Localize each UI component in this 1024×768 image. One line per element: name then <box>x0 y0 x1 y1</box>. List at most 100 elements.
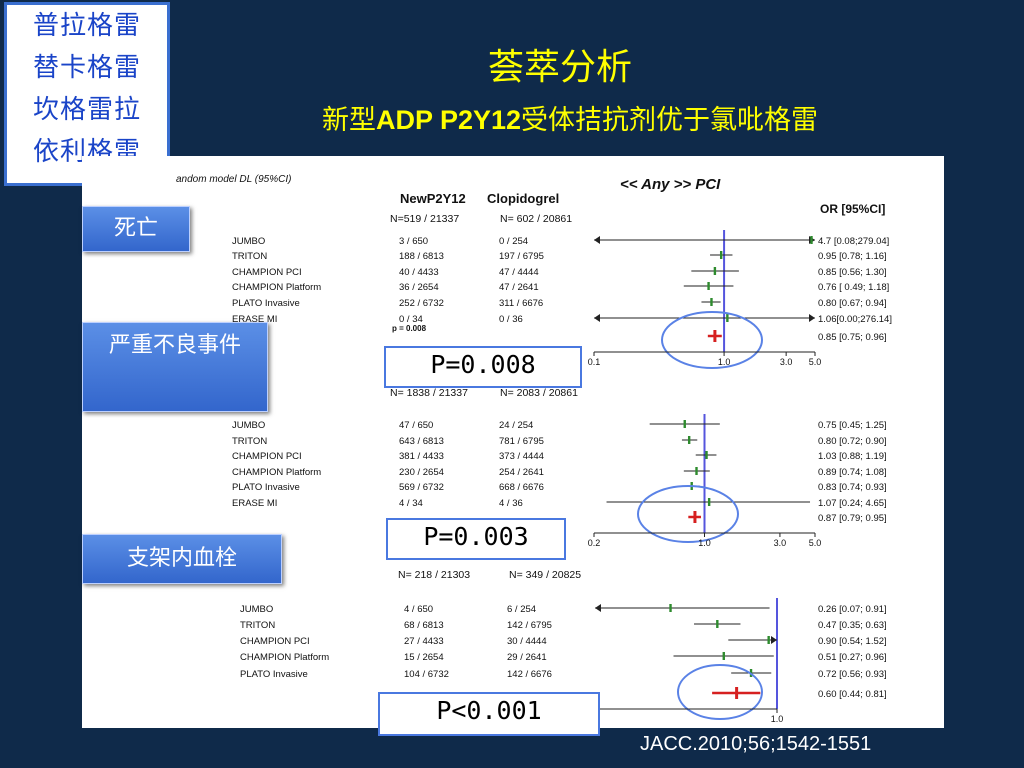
study-estimate-marker <box>722 652 725 660</box>
study-events-new: 27 / 4433 <box>404 636 444 647</box>
study-events-new: 252 / 6732 <box>399 298 444 309</box>
p-value-label-stent: P<0.001 <box>378 692 600 736</box>
study-estimate-marker <box>767 636 770 644</box>
totals-new: N= 218 / 21303 <box>398 569 470 581</box>
study-events-clopidogrel: 142 / 6795 <box>507 620 552 631</box>
study-events-new: 230 / 2654 <box>399 467 444 478</box>
study-events-new: 0 / 34 <box>399 314 423 325</box>
study-name: CHAMPION Platform <box>240 652 329 663</box>
study-events-new: 68 / 6813 <box>404 620 444 631</box>
study-estimate-marker <box>669 604 672 612</box>
study-events-clopidogrel: 29 / 2641 <box>507 652 547 663</box>
study-events-new: 4 / 34 <box>399 498 423 509</box>
study-estimate-marker <box>707 498 711 506</box>
study-or-ci: 0.95 [0.78; 1.16] <box>818 251 887 262</box>
totals-clopidogrel: N= 602 / 20861 <box>500 213 572 225</box>
x-axis-tick-label: 1.0 <box>698 538 711 548</box>
study-name: CHAMPION Platform <box>232 467 321 478</box>
citation: JACC.2010;56;1542-1551 <box>640 733 872 755</box>
p-value-label-death: P=0.008 <box>384 346 582 388</box>
totals-new: N= 1838 / 21337 <box>390 387 468 399</box>
totals-new: N=519 / 21337 <box>390 213 459 225</box>
study-or-ci: 1.06[0.00;276.14] <box>818 314 892 325</box>
study-name: TRITON <box>240 620 275 631</box>
drug-list-box: 普拉格雷 替卡格雷 坎格雷拉 依利格雷 <box>4 2 170 186</box>
study-events-clopidogrel: 0 / 36 <box>499 314 523 325</box>
pooled-or-ci: 0.87 [0.79; 0.95] <box>818 513 887 524</box>
study-name: CHAMPION PCI <box>232 267 302 278</box>
totals-clopidogrel: N= 349 / 20825 <box>509 569 581 581</box>
study-events-new: 381 / 4433 <box>399 451 444 462</box>
study-name: JUMBO <box>240 604 273 615</box>
x-axis-tick-label: 0.2 <box>588 538 601 548</box>
x-axis-tick-label: 5.0 <box>809 357 822 367</box>
study-events-new: 104 / 6732 <box>404 669 449 680</box>
study-events-new: 15 / 2654 <box>404 652 444 663</box>
pooled-estimate-marker <box>735 687 739 699</box>
ci-arrow-left <box>595 604 601 612</box>
study-estimate-marker <box>695 467 698 475</box>
study-events-clopidogrel: 142 / 6676 <box>507 669 552 680</box>
study-estimate-marker <box>719 251 723 259</box>
study-or-ci: 0.90 [0.54; 1.52] <box>818 636 887 647</box>
x-axis-tick-label: 0.1 <box>588 357 601 367</box>
study-events-new: 3 / 650 <box>399 236 428 247</box>
study-or-ci: 4.7 [0.08;279.04] <box>818 236 889 247</box>
subtitle-prefix: 新型 <box>321 105 376 136</box>
study-events-new: 569 / 6732 <box>399 482 444 493</box>
study-name: TRITON <box>232 436 267 447</box>
study-or-ci: 0.89 [0.74; 1.08] <box>818 467 887 478</box>
study-estimate-marker <box>716 620 719 628</box>
drug-name: 替卡格雷 <box>32 53 141 83</box>
totals-clopidogrel: N= 2083 / 20861 <box>500 387 578 399</box>
x-axis-tick-label: 3.0 <box>780 357 793 367</box>
study-events-new: 47 / 650 <box>399 420 433 431</box>
study-name: TRITON <box>232 251 267 262</box>
outcome-badge-stent-thrombosis: 支架内血栓 <box>82 534 282 584</box>
outcome-badge-death: 死亡 <box>82 206 190 252</box>
p-value-label-mace: P=0.003 <box>386 518 566 560</box>
highlight-ring <box>637 485 739 543</box>
study-events-clopidogrel: 668 / 6676 <box>499 482 544 493</box>
study-estimate-marker <box>726 314 729 322</box>
study-name: PLATO Invasive <box>232 298 300 309</box>
study-events-clopidogrel: 197 / 6795 <box>499 251 544 262</box>
study-events-clopidogrel: 47 / 2641 <box>499 282 539 293</box>
model-label: andom model DL (95%CI) <box>176 174 291 185</box>
column-header-clopidogrel: Clopidogrel <box>487 191 559 206</box>
study-name: PLATO Invasive <box>240 669 308 680</box>
study-or-ci: 0.75 [0.45; 1.25] <box>818 420 887 431</box>
study-estimate-marker <box>683 420 686 428</box>
subtitle-suffix: 受体拮抗剂优于氯吡格雷 <box>521 105 819 136</box>
pooled-estimate-marker <box>713 330 717 342</box>
study-name: CHAMPION PCI <box>232 451 302 462</box>
study-events-clopidogrel: 311 / 6676 <box>499 298 543 309</box>
study-events-clopidogrel: 781 / 6795 <box>499 436 544 447</box>
study-name: CHAMPION Platform <box>232 282 321 293</box>
study-or-ci: 0.47 [0.35; 0.63] <box>818 620 887 631</box>
study-events-clopidogrel: 6 / 254 <box>507 604 536 615</box>
study-name: ERASE MI <box>232 314 277 325</box>
pooled-or-ci: 0.60 [0.44; 0.81] <box>818 689 887 700</box>
study-estimate-marker <box>705 451 708 459</box>
subtitle-bold: ADP P2Y12 <box>375 105 522 135</box>
ci-arrow-right <box>771 636 777 644</box>
study-events-new: 4 / 650 <box>404 604 433 615</box>
study-name: ERASE MI <box>232 498 277 509</box>
study-estimate-marker <box>710 298 713 306</box>
study-events-new: 40 / 4433 <box>399 267 439 278</box>
study-events-new: 36 / 2654 <box>399 282 439 293</box>
study-events-clopidogrel: 47 / 4444 <box>499 267 539 278</box>
study-or-ci: 0.83 [0.74; 0.93] <box>818 482 887 493</box>
study-events-clopidogrel: 4 / 36 <box>499 498 523 509</box>
study-events-new: 188 / 6813 <box>399 251 444 262</box>
study-estimate-marker <box>810 236 813 244</box>
study-or-ci: 0.80 [0.72; 0.90] <box>818 436 887 447</box>
study-events-clopidogrel: 373 / 4444 <box>499 451 544 462</box>
study-estimate-marker <box>713 267 717 275</box>
study-name: PLATO Invasive <box>232 482 300 493</box>
ci-arrow-right <box>809 314 815 322</box>
study-estimate-marker <box>707 282 710 290</box>
